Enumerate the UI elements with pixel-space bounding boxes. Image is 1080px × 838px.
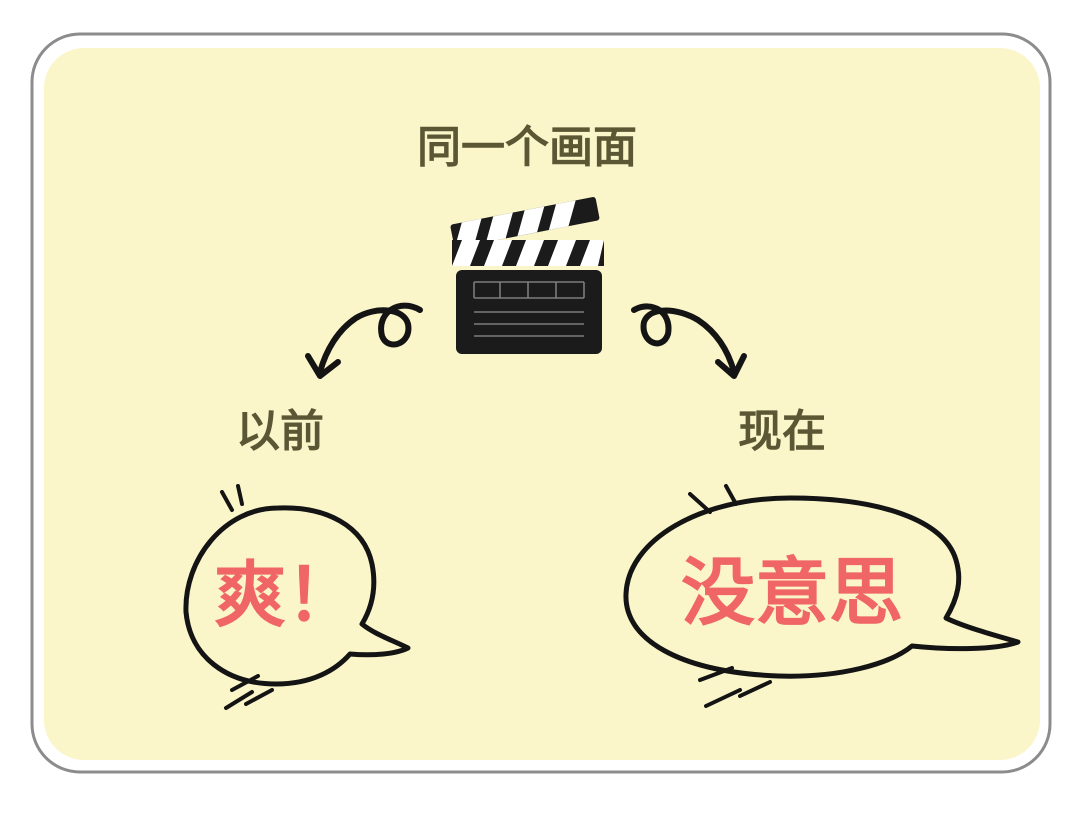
- right-label: 现在: [738, 406, 826, 457]
- left-speech-bubble: 爽！: [183, 484, 411, 710]
- diagram-title: 同一个画面: [417, 122, 637, 173]
- curly-arrow-down-right-icon: [631, 303, 747, 379]
- left-bubble-text: 爽！: [214, 553, 358, 637]
- right-bubble-text: 没意思: [681, 550, 903, 636]
- right-speech-bubble: 没意思: [623, 484, 1021, 708]
- clapperboard-icon: [450, 197, 604, 354]
- left-label: 以前: [236, 406, 324, 457]
- card-panel: [44, 48, 1040, 760]
- curly-arrow-down-left-icon: [305, 302, 423, 379]
